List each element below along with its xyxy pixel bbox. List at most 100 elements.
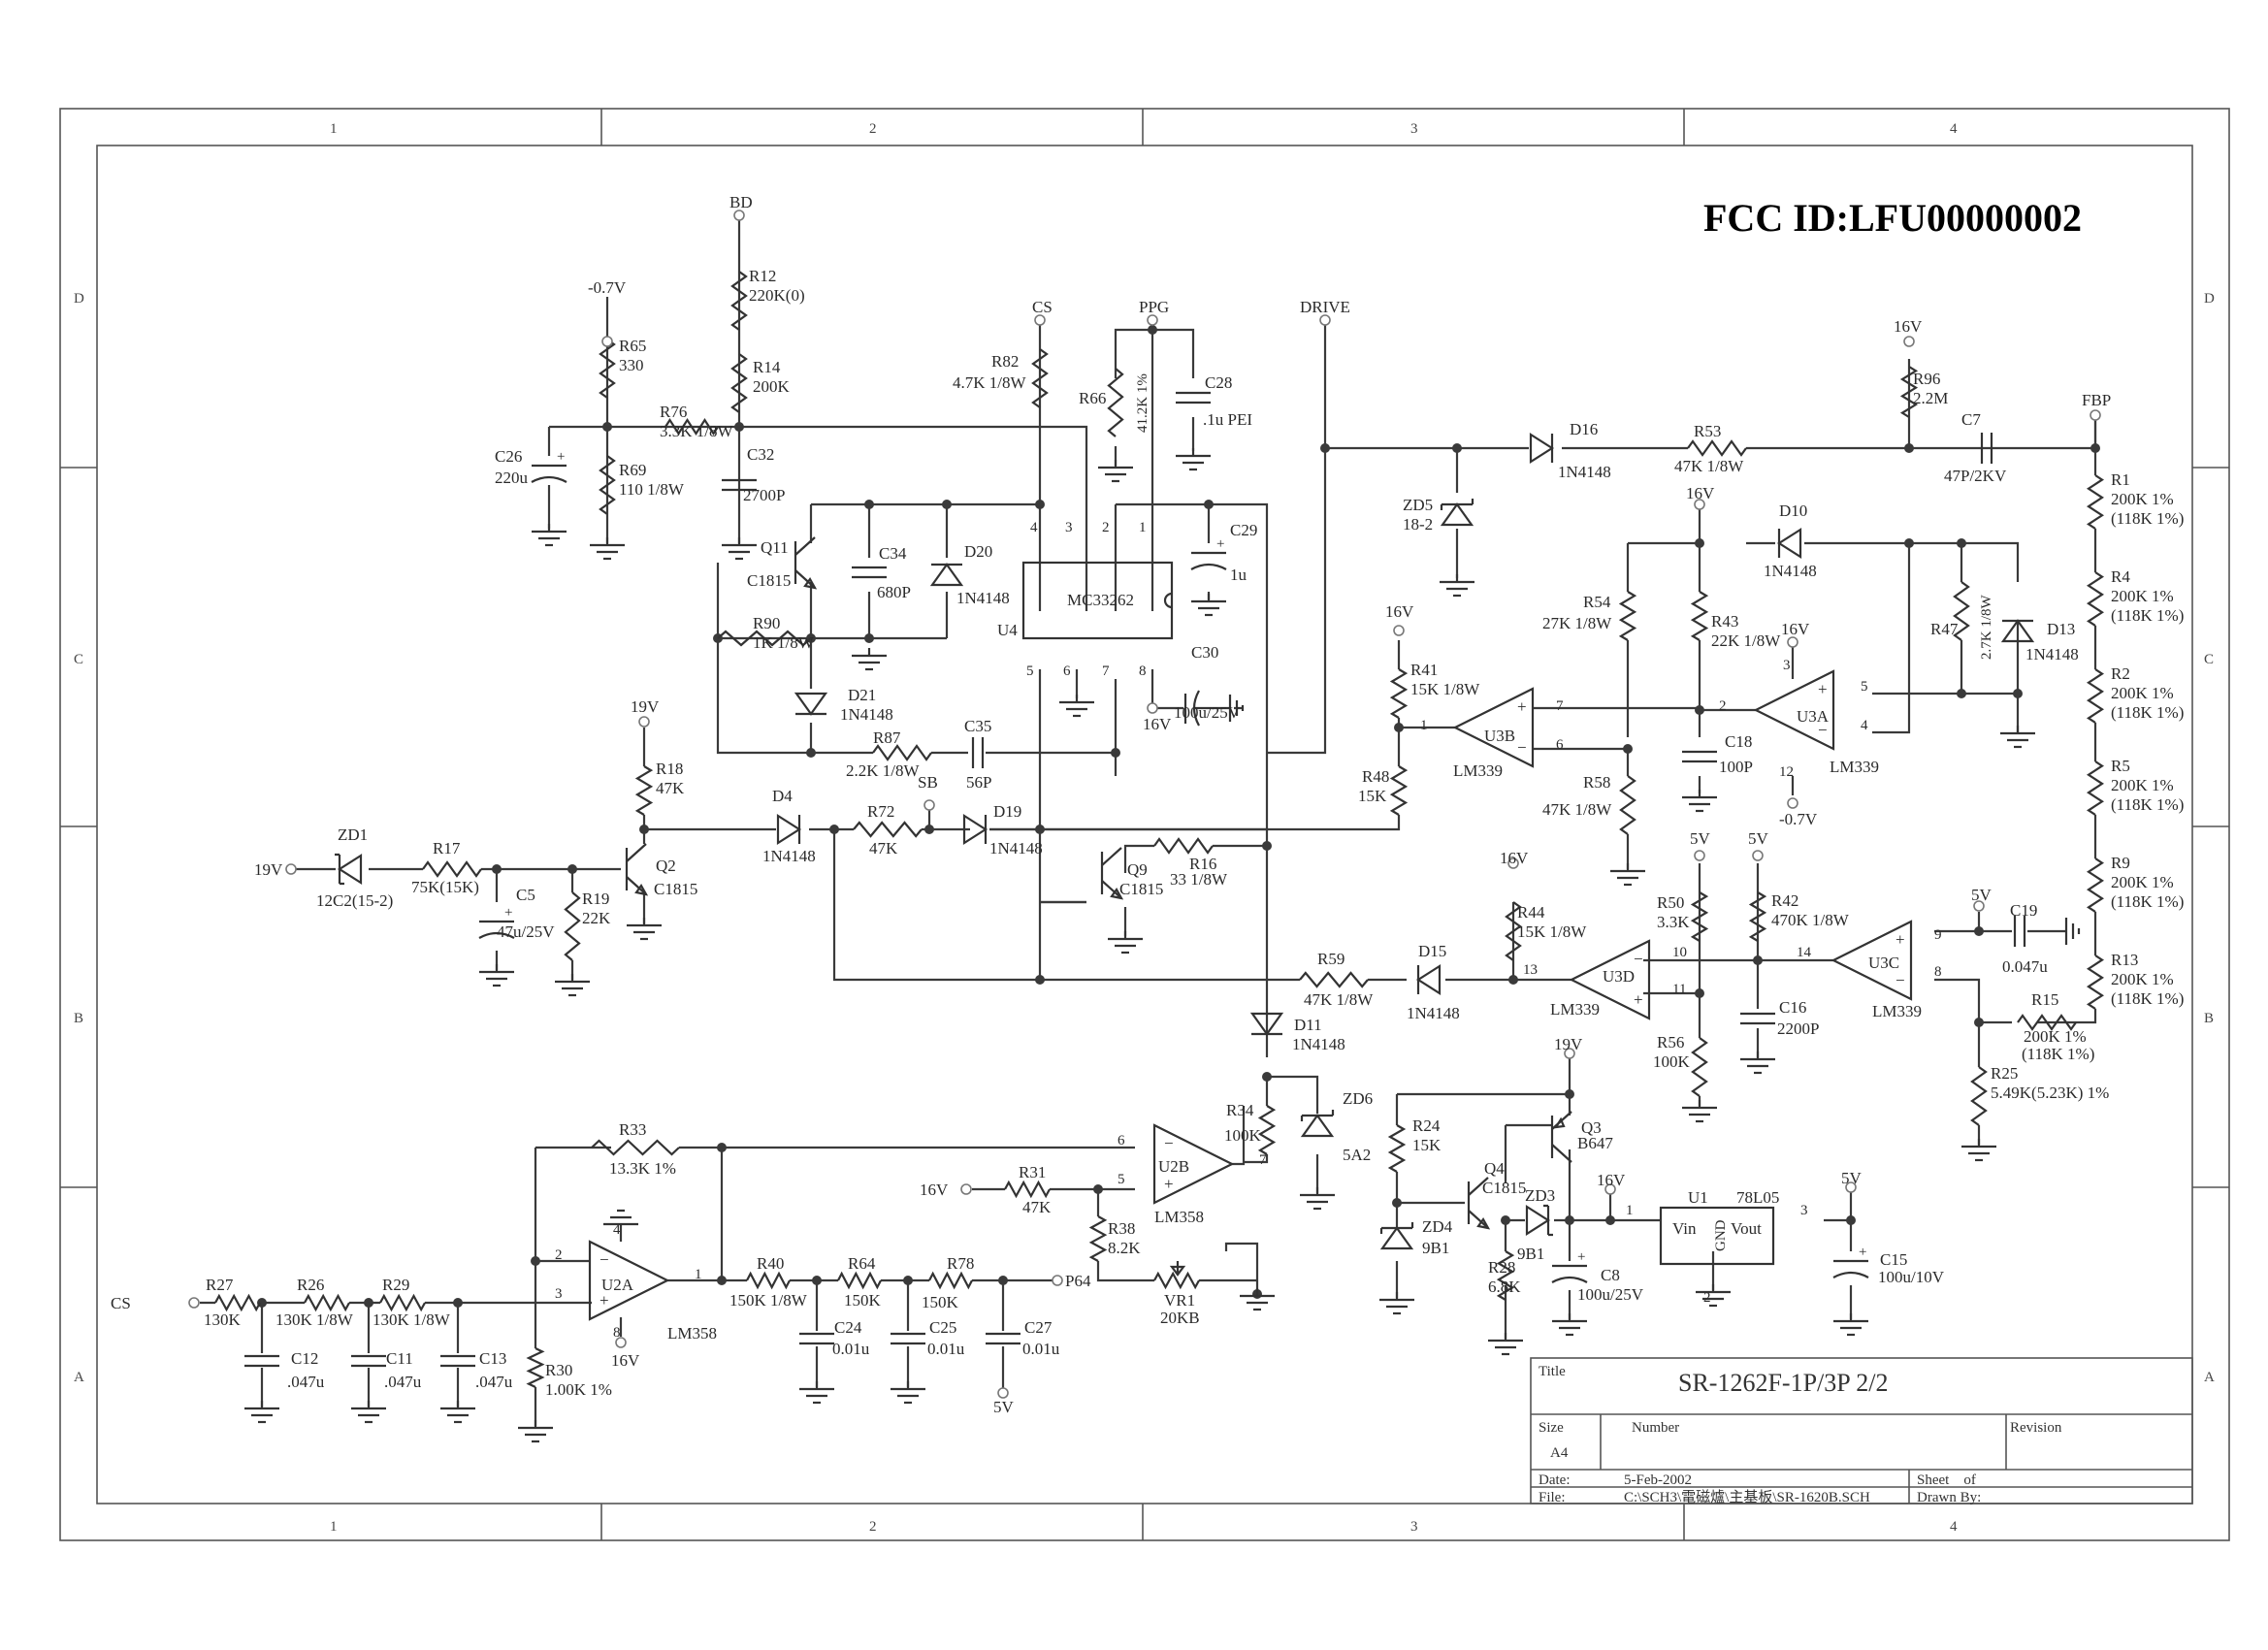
transistor-q3[interactable]	[1550, 1111, 1572, 1163]
resistor-r76[interactable]	[664, 417, 719, 437]
resistor-r14[interactable]	[730, 353, 748, 413]
resistor-r25[interactable]	[1970, 1066, 1988, 1126]
resistor-r43[interactable]	[1690, 591, 1709, 641]
capacitor-c15[interactable]: +	[1832, 1245, 1869, 1278]
zener-zd4[interactable]	[1379, 1222, 1414, 1250]
capacitor-c35[interactable]	[971, 737, 985, 768]
zener-zd1[interactable]	[335, 853, 363, 886]
capacitor-c26[interactable]: +	[531, 449, 567, 483]
capacitor-c8[interactable]: +	[1551, 1249, 1588, 1283]
capacitor-c18[interactable]	[1682, 750, 1717, 763]
resistor-r59[interactable]	[1299, 971, 1369, 988]
capacitor-c28[interactable]	[1176, 391, 1211, 404]
resistor-r47[interactable]	[1953, 581, 1970, 641]
resistor-r27[interactable]	[214, 1293, 261, 1312]
capacitor-c11[interactable]	[351, 1354, 386, 1368]
capacitor-c24[interactable]	[799, 1332, 834, 1345]
resistor-r13[interactable]	[2086, 954, 2105, 1010]
resistor-r15[interactable]	[2017, 1014, 2077, 1031]
resistor-r31[interactable]	[1004, 1180, 1051, 1199]
resistor-r34[interactable]	[1257, 1105, 1277, 1155]
diode-d21[interactable]	[794, 692, 828, 716]
resistor-r48[interactable]	[1389, 765, 1409, 816]
zone-row-a-right: A	[2204, 1370, 2215, 1385]
capacitor-c19[interactable]	[2013, 916, 2081, 947]
resistor-r69[interactable]	[599, 455, 616, 515]
comparator-u3a[interactable]: +−	[1753, 669, 1835, 751]
capacitor-c27[interactable]	[986, 1332, 1021, 1345]
resistor-r2[interactable]	[2086, 668, 2105, 724]
u4-mc33262[interactable]: MC33262 U4 4 3 2 1 5 6 7 8	[997, 520, 1174, 679]
resistor-r30[interactable]	[526, 1347, 545, 1388]
resistor-r41[interactable]	[1389, 668, 1409, 719]
resistor-r24[interactable]	[1387, 1124, 1407, 1173]
zener-zd5[interactable]	[1440, 499, 1474, 527]
resistor-r28[interactable]	[1496, 1250, 1515, 1301]
resistor-r19[interactable]	[564, 891, 581, 961]
resistor-r33[interactable]	[591, 1139, 680, 1156]
capacitor-c32[interactable]	[722, 478, 757, 492]
resistor-r29[interactable]	[379, 1293, 426, 1312]
capacitor-c29[interactable]: +	[1190, 536, 1227, 570]
opamp-u2b[interactable]: −+	[1152, 1123, 1235, 1205]
junction-dot	[1753, 955, 1763, 965]
resistor-r42[interactable]	[1748, 891, 1767, 942]
comparator-u3b[interactable]: +−	[1452, 687, 1535, 768]
comparator-u3c[interactable]: +−	[1831, 920, 1913, 1001]
diode-d13[interactable]	[2000, 619, 2035, 643]
resistor-r12[interactable]	[730, 271, 748, 331]
zener-zd6[interactable]	[1300, 1110, 1335, 1138]
diode-d11[interactable]	[1249, 1012, 1284, 1036]
resistor-r58[interactable]	[1619, 775, 1636, 835]
resistor-r53[interactable]	[1687, 439, 1747, 457]
resistor-r82[interactable]	[1031, 348, 1049, 408]
diode-d16[interactable]	[1529, 432, 1555, 465]
transistor-q2[interactable]	[625, 843, 649, 896]
u1-78l05[interactable]: U1 78L05 Vin GND Vout 1 2 3	[1626, 1188, 1808, 1306]
capacitor-c34[interactable]	[852, 566, 887, 579]
resistor-r5[interactable]	[2086, 760, 2105, 816]
resistor-r9[interactable]	[2086, 857, 2105, 913]
diode-d10[interactable]	[1776, 527, 1802, 560]
resistor-r38[interactable]	[1088, 1215, 1108, 1262]
capacitor-c5[interactable]: +	[478, 905, 515, 939]
resistor-r96[interactable]	[1899, 366, 1919, 418]
transistor-q9[interactable]	[1100, 847, 1124, 900]
transistor-q11[interactable]	[794, 536, 818, 590]
transistor-q4[interactable]	[1467, 1177, 1491, 1230]
resistor-r65[interactable]	[599, 339, 616, 399]
resistor-r72[interactable]	[853, 821, 923, 838]
resistor-r54[interactable]	[1618, 591, 1637, 641]
comparator-u3d[interactable]: −+	[1569, 939, 1651, 1020]
resistor-r26[interactable]	[304, 1293, 350, 1312]
capacitor-c12[interactable]	[244, 1354, 279, 1368]
potentiometer-vr1[interactable]	[1153, 1261, 1200, 1290]
diode-d4[interactable]	[776, 813, 802, 846]
junction-dot	[1204, 500, 1214, 509]
resistor-r66[interactable]	[1107, 368, 1124, 437]
resistor-r56[interactable]	[1691, 1037, 1708, 1097]
capacitor-c7[interactable]	[1980, 433, 1993, 464]
resistor-r64[interactable]	[837, 1271, 882, 1290]
diode-d20[interactable]	[929, 563, 964, 587]
resistor-r90[interactable]	[717, 630, 812, 647]
capacitor-c25[interactable]	[891, 1332, 925, 1345]
resistor-r1[interactable]	[2086, 474, 2105, 530]
resistor-r4[interactable]	[2086, 571, 2105, 627]
resistor-r44[interactable]	[1505, 901, 1522, 961]
resistor-r78[interactable]	[928, 1271, 973, 1290]
resistor-r40[interactable]	[746, 1271, 791, 1290]
resistor-r18[interactable]	[634, 765, 654, 816]
resistor-r50[interactable]	[1690, 891, 1709, 942]
diode-d15[interactable]	[1415, 963, 1442, 996]
capacitor-c16[interactable]	[1740, 1012, 1775, 1025]
capacitor-c30[interactable]	[1183, 690, 1245, 727]
capacitor-c13[interactable]	[440, 1354, 475, 1368]
diode-d19[interactable]	[962, 813, 988, 846]
resistor-r87[interactable]	[872, 744, 932, 761]
resistor-r17[interactable]	[422, 860, 482, 878]
opamp-u2a[interactable]: −+	[588, 1240, 670, 1321]
resistor-r16[interactable]	[1153, 837, 1214, 855]
zener-zd3[interactable]	[1525, 1204, 1553, 1237]
r9-ref: R9	[2111, 854, 2130, 872]
